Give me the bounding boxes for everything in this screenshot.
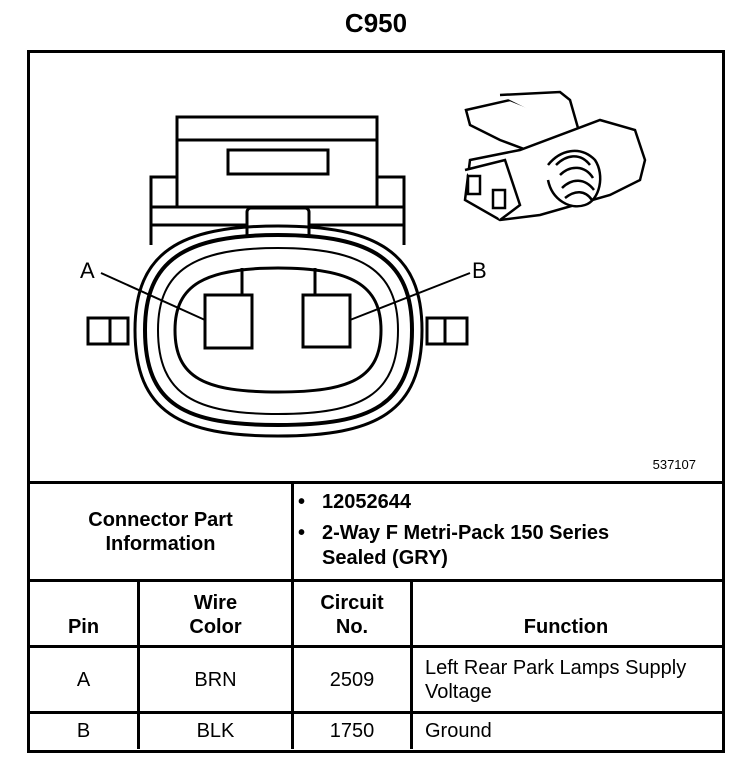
connector-info-label-text: Connector Part Information	[88, 508, 233, 555]
pin-a-cavity	[203, 293, 254, 350]
divider	[27, 711, 722, 714]
pin-b-leader	[349, 272, 471, 321]
divider	[27, 481, 722, 484]
row-b-circuit: 1750	[329, 720, 375, 742]
connector-frame	[27, 50, 725, 753]
part-description: 2-Way F Metri-Pack 150 Series Sealed (GR…	[294, 521, 622, 571]
row-b-wire-color: BLK	[196, 720, 235, 742]
connector-title: C950	[344, 8, 408, 38]
figure-number: 537107	[652, 457, 696, 472]
row-a-pin: A	[76, 668, 91, 691]
header-circuit-no: Circuit No.	[294, 582, 410, 645]
divider	[410, 579, 413, 749]
pin-a-label: A	[80, 258, 95, 283]
divider	[137, 579, 140, 749]
row-a-function: Left Rear Park Lamps Supply Voltage	[425, 656, 687, 703]
header-pin: Pin	[67, 616, 100, 638]
header-circuit-text: Circuit No.	[320, 592, 384, 638]
divider	[291, 481, 294, 749]
row-a-circuit: 2509	[329, 668, 375, 691]
pin-a-leader	[100, 272, 206, 321]
pin-b-cavity	[301, 293, 352, 349]
divider	[27, 645, 722, 648]
pin-b-label: B	[472, 258, 487, 283]
connector-face	[86, 115, 469, 438]
header-function: Function	[523, 616, 609, 638]
divider	[27, 579, 722, 582]
connector-3d-illustration	[463, 90, 647, 222]
connector-face-diagram: A B	[80, 90, 647, 438]
connector-info-label: Connector Part Information	[30, 484, 291, 579]
row-b-pin: B	[76, 720, 91, 742]
row-b-function: Ground	[425, 720, 492, 742]
part-number: 12052644	[294, 490, 714, 515]
header-wire-color: Wire Color	[140, 582, 291, 645]
connector-info-values: 12052644 2-Way F Metri-Pack 150 Series S…	[294, 490, 714, 577]
header-wire-color-text: Wire Color	[189, 592, 242, 638]
row-a-wire-color: BRN	[194, 668, 237, 691]
